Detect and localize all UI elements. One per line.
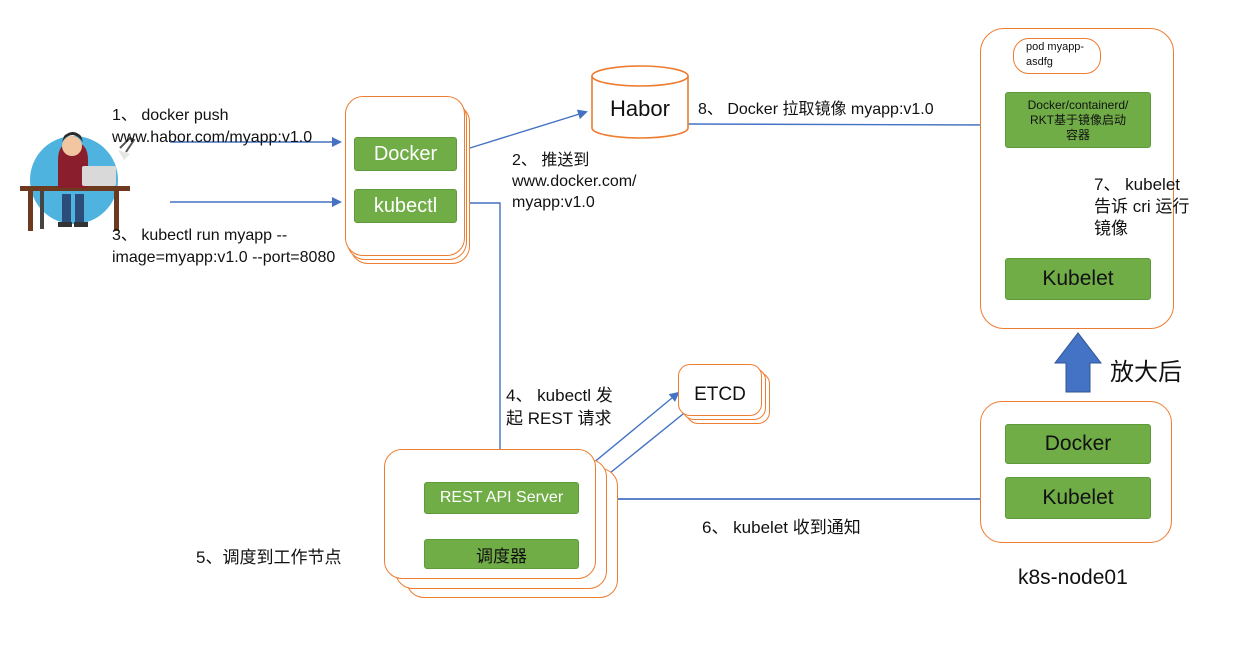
step5-label: 5、调度到工作节点 (196, 548, 342, 567)
step2-label: 2、 推送到 www.docker.com/ myapp:v1.0 (512, 152, 637, 211)
pod-box[interactable] (1013, 38, 1101, 74)
client-kubectl-label: kubectl (373, 194, 438, 217)
client-docker-label: Docker (373, 142, 438, 165)
zoom-kubelet-box[interactable]: Kubelet (1005, 258, 1151, 300)
node-name-label: k8s-node01 (1018, 566, 1128, 589)
step1-label-line2: www.habor.com/myapp:v1.0 (112, 129, 313, 146)
api-server-label: REST API Server (439, 489, 564, 506)
node-kubelet-label: Kubelet (1042, 486, 1114, 509)
api-server-box[interactable]: REST API Server (424, 482, 579, 514)
pod-label: pod myapp- asdfg (1026, 41, 1085, 68)
step7-label: 7、 kubelet 告诉 cri 运行 镜像 (1094, 175, 1190, 238)
habor-label: Habor (610, 96, 670, 121)
client-docker-box[interactable]: Docker (354, 137, 457, 171)
runtime-box[interactable]: Docker/containerd/ RKT基于镜像启动 容器 (1005, 92, 1151, 148)
scheduler-box[interactable]: 调度器 (424, 539, 579, 569)
etcd-label: ETCD (694, 384, 746, 405)
zoom-label: 放大后 (1110, 359, 1182, 386)
zoom-arrow-icon (1053, 332, 1103, 393)
node-frame (980, 401, 1172, 543)
step3-label-line1: 3、 kubectl run myapp -- (112, 227, 288, 244)
arrow-docker-to-habor (456, 109, 588, 153)
client-kubectl-box[interactable]: kubectl (354, 189, 457, 223)
node-docker-box[interactable]: Docker (1005, 424, 1151, 464)
etcd-frame[interactable] (678, 364, 762, 416)
runtime-label: Docker/containerd/ RKT基于镜像启动 容器 (1027, 97, 1129, 142)
step8-label: 8、 Docker 拉取镜像 myapp:v1.0 (698, 101, 934, 118)
developer-icon (20, 132, 136, 231)
step6-label: 6、 kubelet 收到通知 (702, 518, 861, 537)
scheduler-label: 调度器 (476, 546, 527, 566)
step3-label-line2: image=myapp:v1.0 --port=8080 (112, 249, 336, 266)
arrow-pull-image (687, 119, 1000, 130)
node-kubelet-box[interactable]: Kubelet (1005, 477, 1151, 519)
node-docker-label: Docker (1044, 432, 1112, 455)
client-frame (345, 96, 465, 256)
step4-label: 4、 kubectl 发 起 REST 请求 (506, 386, 613, 428)
zoom-kubelet-label: Kubelet (1042, 267, 1114, 290)
habor-registry-icon (591, 65, 689, 139)
step1-label-line1: 1、 docker push (112, 107, 229, 124)
